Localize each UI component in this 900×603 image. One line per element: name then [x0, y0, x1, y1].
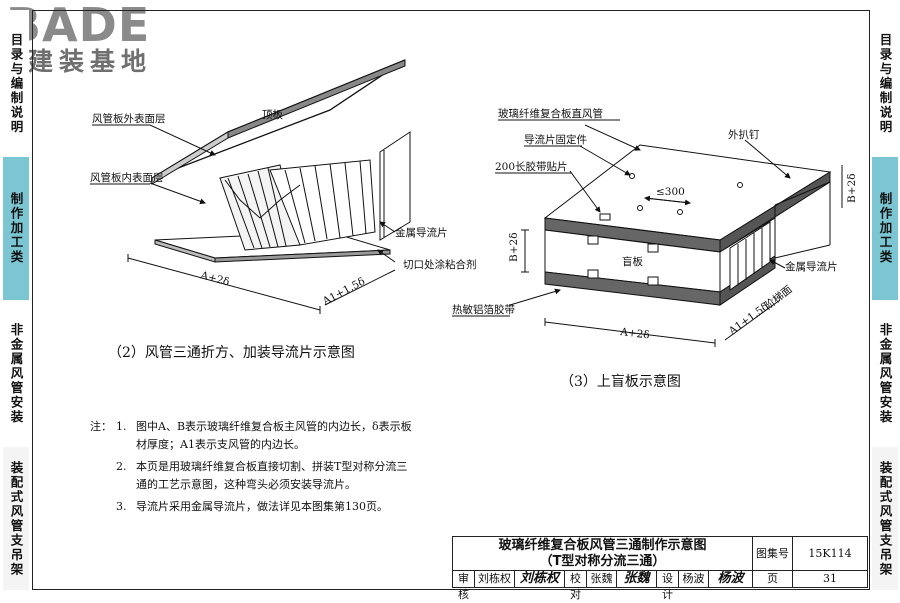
- atlas-label: 图集号: [753, 537, 793, 571]
- logo: BADE 建装基地: [6, 2, 152, 76]
- notes-prefix: 注：: [90, 420, 112, 433]
- tab-right-nonmetal[interactable]: 非金属风管安装: [872, 300, 898, 445]
- logo-brand: BADE: [6, 0, 151, 52]
- fig2-label-top: 顶板: [262, 108, 283, 121]
- tab-right-support[interactable]: 装配式风管支吊架: [872, 445, 898, 590]
- note-3-line-1: 导流片采用金属导流片，做法详见本图集第130页。: [136, 500, 388, 513]
- fig3-label-nail: 外扒钉: [728, 128, 760, 141]
- fig3-label-spacing: ≤300: [656, 186, 685, 198]
- notes: 注： 1. 图中A、B表示玻璃纤维复合板主风管的内边长，δ表示板 材厚度；A1表…: [90, 418, 436, 516]
- fig2-dim-a-line: [127, 257, 321, 311]
- reviewer-signature: 刘栋权: [515, 571, 565, 587]
- fig3-label-glue-strip: 200长胶带贴片: [495, 160, 568, 173]
- left-section-tabs: 目录与编制说明 制作加工类 非金属风管安装 装配式风管支吊架: [3, 10, 29, 590]
- tab-left-fabrication[interactable]: 制作加工类: [3, 155, 29, 300]
- fig3-caption: （3）上盲板示意图: [560, 373, 681, 390]
- note-1-line-1: 图中A、B表示玻璃纤维复合板主风管的内边长，δ表示板: [136, 420, 412, 433]
- fig3-label-dim-b: B+2δ: [508, 232, 520, 262]
- page-label: 页: [753, 571, 793, 587]
- page-number: 31: [823, 572, 837, 585]
- fig2-label-inner: 风管板内表面层: [90, 171, 164, 184]
- figure2-drawing: [127, 59, 411, 314]
- fig2-caption: （2）风管三通折方、加装导流片示意图: [108, 344, 355, 361]
- fig2-label-outer: 风管板外表面层: [92, 112, 166, 125]
- fig3-label-fixer: 导流片固定件: [524, 133, 587, 146]
- fig3-label-blind: 盲板: [622, 255, 643, 268]
- fig2-label-dim-a1: A1+1.5δ: [320, 275, 367, 308]
- review-label: 审核: [453, 571, 475, 601]
- drawing-title: 玻璃纤维复合板风管三通制作示意图 （T型对称分流三通）: [453, 537, 753, 571]
- fig3-label-vane: 金属导流片: [785, 260, 838, 273]
- atlas-number: 15K114: [793, 537, 867, 571]
- fig2-label-dim-a: A+2δ: [198, 269, 230, 288]
- fig3-label-tape: 热敏铝箔胶带: [452, 303, 515, 316]
- note-2-line-1: 本页是用玻璃纤维复合板直接切割、拼装T型对称分流三: [136, 460, 408, 473]
- checker-name: 张魏: [587, 571, 617, 587]
- tab-left-catalog[interactable]: 目录与编制说明: [3, 10, 29, 155]
- tab-right-fabrication[interactable]: 制作加工类: [872, 155, 898, 300]
- designer-name: 杨波: [679, 571, 709, 587]
- fig3-label-dim-a1: A1+1.5δ: [726, 301, 771, 338]
- note-1-line-2: 材厚度；A1表示支风管的内边长。: [136, 438, 305, 451]
- fig2-label-glue: 切口处涂粘合剂: [403, 258, 477, 271]
- fig3-label-dim-b-right: B+2δ: [846, 173, 858, 203]
- tab-left-nonmetal[interactable]: 非金属风管安装: [3, 300, 29, 445]
- fig3-label-main-duct: 玻璃纤维复合板直风管: [498, 107, 603, 120]
- right-section-tabs: 目录与编制说明 制作加工类 非金属风管安装 装配式风管支吊架: [872, 10, 898, 590]
- tab-right-catalog[interactable]: 目录与编制说明: [872, 10, 898, 155]
- drawing-frame: [32, 10, 870, 590]
- title-block: 玻璃纤维复合板风管三通制作示意图 （T型对称分流三通） 图集号 15K114 审…: [452, 536, 868, 601]
- reviewer-name: 刘栋权: [475, 571, 515, 587]
- note-2-line-2: 通的工艺示意图，这种弯头必须安装导流片。: [136, 478, 356, 491]
- design-label: 设计: [657, 571, 679, 601]
- tab-left-support[interactable]: 装配式风管支吊架: [3, 445, 29, 590]
- checker-signature: 张魏: [617, 571, 657, 587]
- designer-signature: 杨波: [709, 571, 753, 587]
- fig2-label-vane: 金属导流片: [395, 226, 448, 239]
- figure3-drawing: [509, 124, 843, 347]
- fig3-label-dim-a: A+2δ: [619, 326, 651, 342]
- logo-subtitle: 建装基地: [28, 47, 153, 76]
- check-label: 校对: [565, 571, 587, 601]
